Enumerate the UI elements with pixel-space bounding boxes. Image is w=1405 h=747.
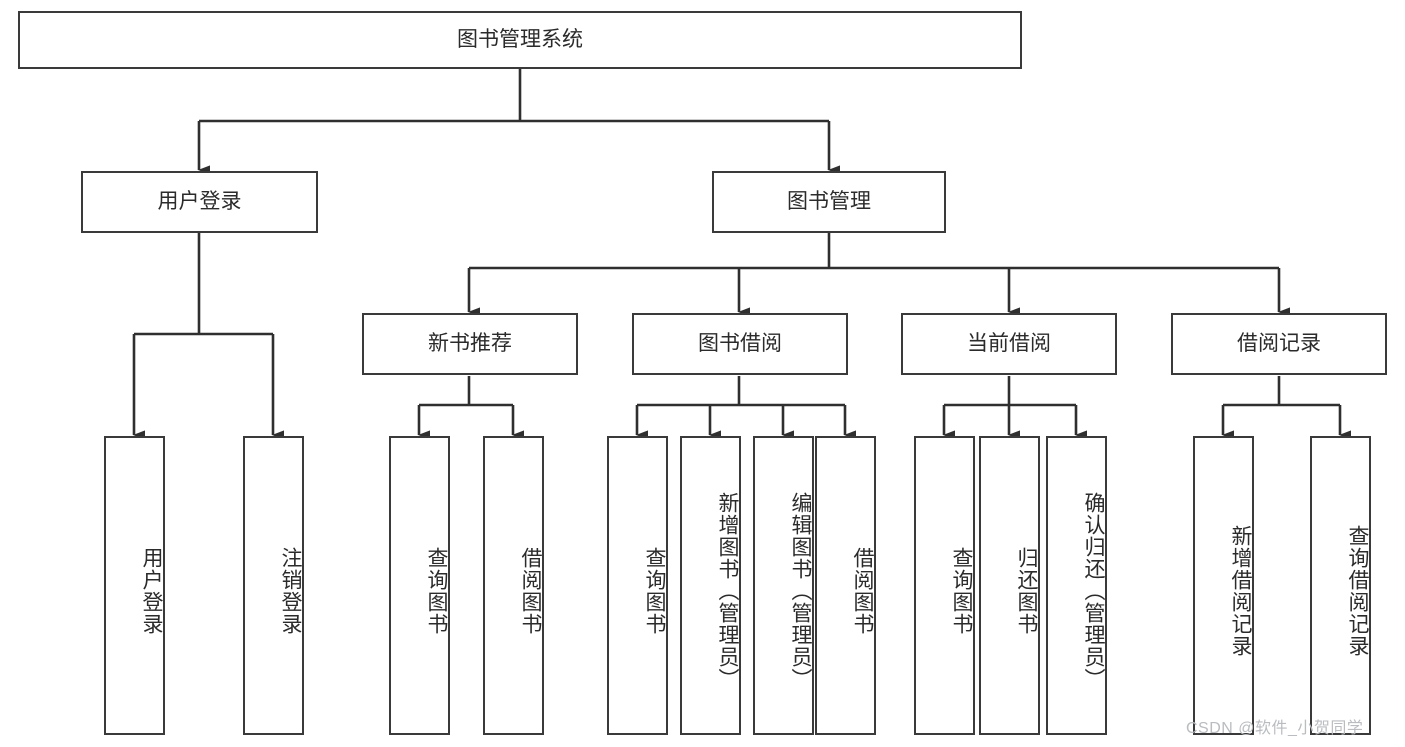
leaf-return-book[interactable]: 归还图书: [979, 436, 1040, 735]
leaf-query-record[interactable]: 查询借阅记录: [1310, 436, 1371, 735]
node-new-book-rec[interactable]: 新书推荐: [362, 313, 578, 375]
node-user-login[interactable]: 用户登录: [81, 171, 318, 233]
leaf-add-record[interactable]: 新增借阅记录: [1193, 436, 1254, 735]
csdn-watermark: CSDN @软件_小贺同学: [1186, 720, 1364, 737]
node-book-borrow[interactable]: 图书借阅: [632, 313, 848, 375]
node-book-manage[interactable]: 图书管理: [712, 171, 946, 233]
leaf-query-book-1[interactable]: 查询图书: [389, 436, 450, 735]
leaf-add-book[interactable]: 新增图书（管理员）: [680, 436, 741, 735]
leaf-query-book-2[interactable]: 查询图书: [607, 436, 668, 735]
leaf-user-logout[interactable]: 注销登录: [243, 436, 304, 735]
leaf-confirm-return[interactable]: 确认归还（管理员）: [1046, 436, 1107, 735]
leaf-query-book-3[interactable]: 查询图书: [914, 436, 975, 735]
node-root[interactable]: 图书管理系统: [18, 11, 1022, 69]
leaf-user-login[interactable]: 用户登录: [104, 436, 165, 735]
leaf-borrow-book-2[interactable]: 借阅图书: [815, 436, 876, 735]
leaf-edit-book[interactable]: 编辑图书（管理员）: [753, 436, 814, 735]
node-borrow-record[interactable]: 借阅记录: [1171, 313, 1387, 375]
node-current-borrow[interactable]: 当前借阅: [901, 313, 1117, 375]
leaf-borrow-book-1[interactable]: 借阅图书: [483, 436, 544, 735]
